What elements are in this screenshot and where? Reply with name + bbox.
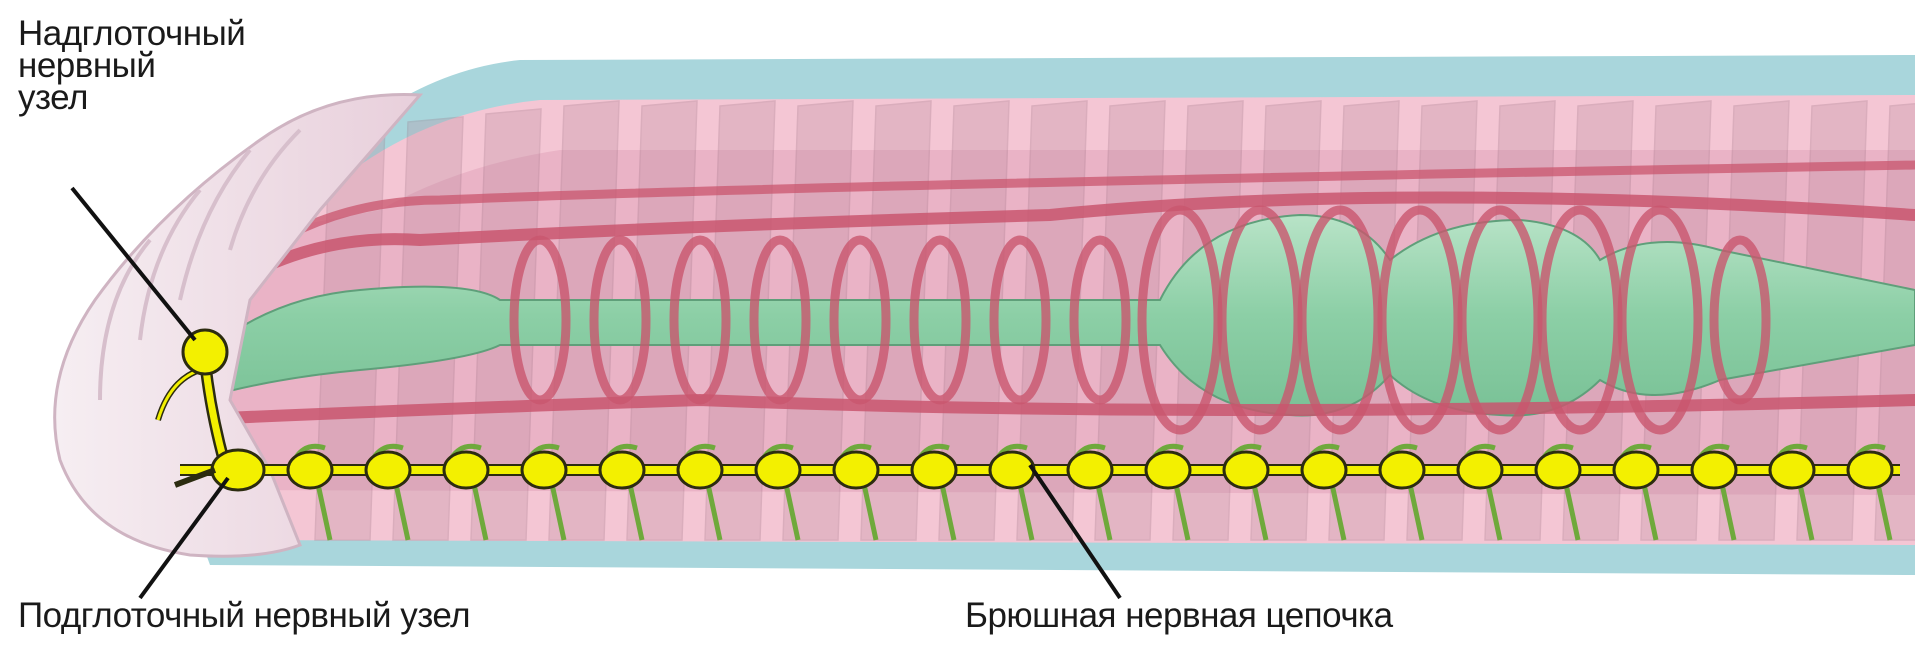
ventral-ganglion xyxy=(1770,452,1814,488)
ventral-ganglion xyxy=(1068,452,1112,488)
ventral-ganglion xyxy=(834,452,878,488)
ventral-ganglion xyxy=(1692,452,1736,488)
ventral-ganglion xyxy=(1614,452,1658,488)
supraesophageal-ganglion xyxy=(183,330,227,374)
ventral-ganglion xyxy=(912,452,956,488)
label-supraesophageal-line3: узел xyxy=(18,82,245,114)
ventral-ganglion xyxy=(1302,452,1346,488)
ventral-ganglion xyxy=(756,452,800,488)
ventral-ganglion xyxy=(1380,452,1424,488)
subesophageal-ganglion xyxy=(212,450,264,490)
ventral-ganglion xyxy=(1146,452,1190,488)
ventral-ganglion xyxy=(288,452,332,488)
ventral-ganglion xyxy=(1458,452,1502,488)
ventral-ganglion xyxy=(1224,452,1268,488)
ventral-ganglion xyxy=(366,452,410,488)
ventral-ganglion xyxy=(1848,452,1892,488)
ventral-ganglion xyxy=(600,452,644,488)
ventral-ganglion xyxy=(678,452,722,488)
label-subesophageal-ganglion: Подглоточный нервный узел xyxy=(18,600,470,632)
ventral-ganglion xyxy=(444,452,488,488)
label-ventral-nerve-chain: Брюшная нервная цепочка xyxy=(965,600,1393,632)
ventral-ganglion xyxy=(1536,452,1580,488)
label-supraesophageal-ganglion: Надглоточный нервный узел xyxy=(18,18,245,114)
ventral-ganglion xyxy=(522,452,566,488)
ventral-ganglion xyxy=(990,452,1034,488)
